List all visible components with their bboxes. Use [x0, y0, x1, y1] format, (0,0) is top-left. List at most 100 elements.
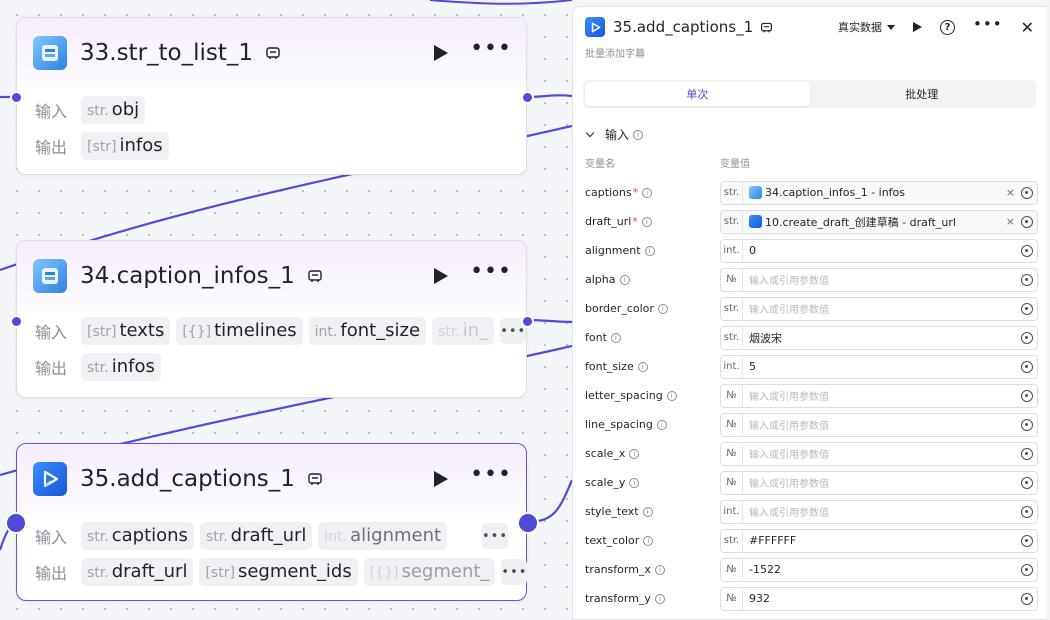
param-type-tag[interactable]: № [721, 384, 743, 407]
param-type-tag[interactable]: str. [721, 529, 743, 552]
param-input[interactable]: № 输入或引用参数值 [720, 267, 1038, 292]
more-outputs-button[interactable]: ••• [501, 559, 528, 585]
node-header[interactable]: 34.caption_infos_1 ••• [17, 241, 526, 311]
node-header[interactable]: 33.str_to_list_1 ••• [17, 18, 526, 88]
variable-picker-icon[interactable] [1021, 592, 1033, 605]
more-options-icon[interactable]: ••• [470, 259, 512, 284]
param-type-tag[interactable]: № [721, 413, 743, 436]
tab-batch[interactable]: 批处理 [905, 88, 939, 101]
param-type-tag[interactable]: № [721, 268, 743, 291]
param-ref-value: 34.caption_infos_1 - infos [765, 186, 906, 199]
info-icon: i [654, 564, 665, 575]
variable-picker-icon[interactable] [1021, 505, 1033, 518]
close-icon[interactable]: ✕ [1020, 17, 1034, 37]
param-placeholder[interactable]: 输入或引用参数值 [749, 479, 829, 490]
run-node-icon[interactable] [434, 471, 449, 487]
param-placeholder[interactable]: 输入或引用参数值 [749, 305, 829, 316]
input-section-header[interactable]: 输入 i [585, 126, 1046, 143]
variable-picker-icon[interactable] [1021, 360, 1033, 373]
more-options-icon[interactable]: ••• [973, 15, 1003, 33]
param-input[interactable]: int. 5 [720, 354, 1038, 379]
more-inputs-button[interactable]: ••• [482, 523, 508, 549]
variable-picker-icon[interactable] [1021, 447, 1033, 460]
param-value[interactable]: -1522 [749, 563, 781, 576]
param-placeholder[interactable]: 输入或引用参数值 [749, 450, 829, 461]
output-port[interactable] [517, 512, 539, 534]
variable-picker-icon[interactable] [1021, 476, 1033, 489]
node-header[interactable]: 35.add_captions_1 ••• [17, 444, 526, 514]
param-input[interactable]: № 输入或引用参数值 [720, 412, 1038, 437]
data-tool-icon [33, 36, 67, 70]
variable-picker-icon[interactable] [1021, 273, 1033, 286]
clear-icon[interactable]: × [1005, 215, 1015, 228]
output-port[interactable] [521, 91, 534, 104]
variable-picker-icon[interactable] [1021, 534, 1033, 547]
node-caption-infos[interactable]: 34.caption_infos_1 ••• 输入 [str]texts [{}… [16, 240, 527, 398]
param-placeholder[interactable]: 输入或引用参数值 [749, 508, 829, 519]
param-placeholder[interactable]: 输入或引用参数值 [749, 392, 829, 403]
input-port[interactable] [10, 91, 23, 104]
input-port[interactable] [10, 315, 23, 328]
param-value[interactable]: #FFFFFF [749, 534, 797, 547]
param-input[interactable]: str. 10.create_draft_创建草稿 - draft_url× [720, 209, 1038, 234]
param-label: captions*i [585, 186, 720, 199]
param-type-tag[interactable]: № [721, 471, 743, 494]
more-options-icon[interactable]: ••• [470, 462, 512, 487]
help-icon[interactable]: ? [940, 19, 956, 35]
more-options-icon[interactable]: ••• [470, 36, 512, 61]
run-icon[interactable] [913, 22, 923, 32]
param-value[interactable]: 烟波宋 [749, 331, 782, 345]
param-value[interactable]: 0 [749, 244, 756, 257]
param-placeholder[interactable]: 输入或引用参数值 [749, 276, 829, 287]
param-input[interactable]: № 输入或引用参数值 [720, 441, 1038, 466]
param-type-tag[interactable]: № [721, 442, 743, 465]
clear-icon[interactable]: × [1005, 186, 1015, 199]
info-icon: i [633, 129, 644, 140]
output-port[interactable] [521, 315, 534, 328]
param-name: font_size [585, 360, 634, 373]
param-value[interactable]: 932 [749, 592, 770, 605]
run-node-icon[interactable] [434, 268, 449, 284]
param-type-tag[interactable]: № [721, 587, 743, 610]
param-placeholder[interactable]: 输入或引用参数值 [749, 421, 829, 432]
param-input[interactable]: № 输入或引用参数值 [720, 470, 1038, 495]
param-type-tag[interactable]: str. [721, 326, 743, 349]
variable-picker-icon[interactable] [1021, 302, 1033, 315]
param-type-tag[interactable]: str. [721, 297, 743, 320]
variable-picker-icon[interactable] [1021, 389, 1033, 402]
param-type-tag[interactable]: str. [721, 210, 743, 233]
param-input[interactable]: int. 0 [720, 238, 1038, 263]
param-input[interactable]: str. 输入或引用参数值 [720, 296, 1038, 321]
node-str-to-list[interactable]: 33.str_to_list_1 ••• 输入 str.obj 输出 [str]… [16, 17, 527, 175]
param-type-tag[interactable]: int. [721, 500, 743, 523]
variable-picker-icon[interactable] [1021, 563, 1033, 576]
param-input[interactable]: № 932 [720, 586, 1038, 611]
param-type-tag[interactable]: str. [721, 181, 743, 204]
run-node-icon[interactable] [434, 45, 449, 61]
variable-picker-icon[interactable] [1021, 215, 1033, 228]
param-row-captions: captions*i str. 34.caption_infos_1 - inf… [573, 178, 1046, 207]
param-input[interactable]: str. #FFFFFF [720, 528, 1038, 553]
param-value[interactable]: 5 [749, 360, 756, 373]
node-add-captions[interactable]: 35.add_captions_1 ••• 输入 str.captions st… [16, 443, 528, 601]
variable-picker-icon[interactable] [1021, 186, 1033, 199]
param-input[interactable]: int. 输入或引用参数值 [720, 499, 1038, 524]
param-input[interactable]: str. 烟波宋 [720, 325, 1038, 350]
param-input[interactable]: str. 34.caption_infos_1 - infos × [720, 180, 1038, 205]
param-input[interactable]: № 输入或引用参数值 [720, 383, 1038, 408]
input-port[interactable] [5, 512, 27, 534]
variable-picker-icon[interactable] [1021, 418, 1033, 431]
workflow-canvas[interactable]: 33.str_to_list_1 ••• 输入 str.obj 输出 [str]… [0, 0, 572, 620]
variable-picker-icon[interactable] [1021, 331, 1033, 344]
param-input[interactable]: № -1522 [720, 557, 1038, 582]
panel-subtitle: 批量添加字幕 [585, 49, 645, 60]
param-type-tag[interactable]: int. [721, 239, 743, 262]
data-mode-dropdown[interactable]: 真实数据 [838, 19, 896, 35]
tab-single[interactable]: 单次 [585, 82, 810, 106]
variable-picker-icon[interactable] [1021, 244, 1033, 257]
param-type-tag[interactable]: int. [721, 355, 743, 378]
param-type-tag[interactable]: № [721, 558, 743, 581]
